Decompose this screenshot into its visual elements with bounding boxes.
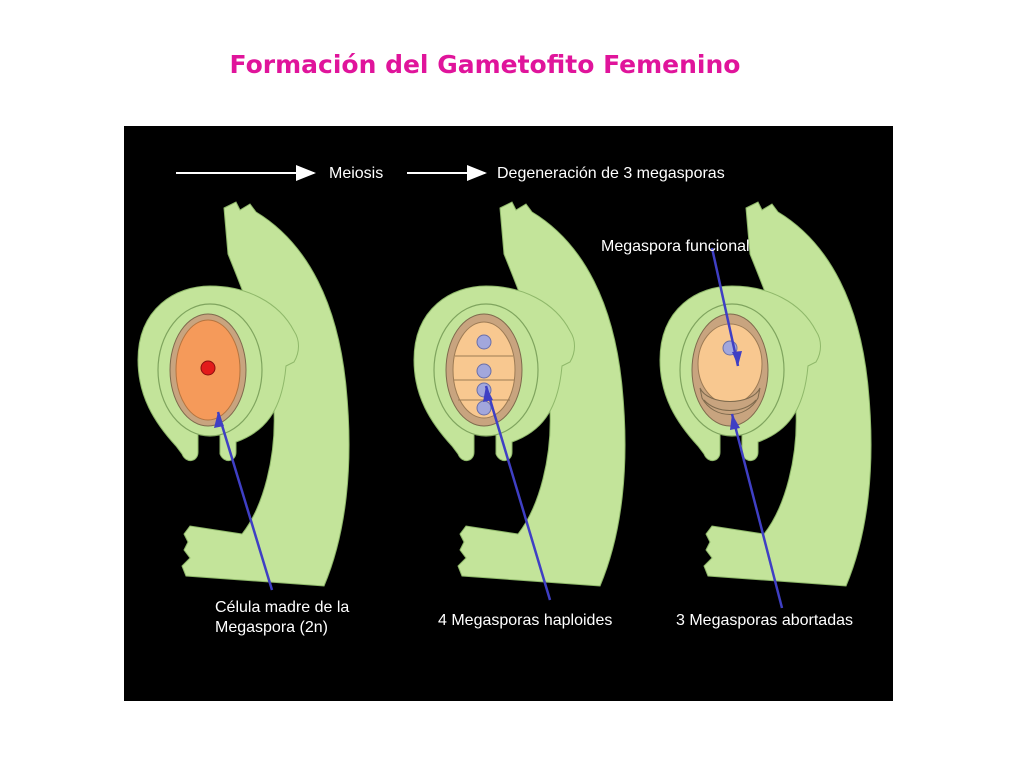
nucleus-gray: [476, 334, 492, 350]
ovule-stage-2: [413, 201, 626, 601]
pointer-aborted: [730, 413, 784, 609]
ovule-diagram: [137, 165, 872, 609]
pointer-haploid: [484, 385, 552, 601]
page-title: Formación del Gametofito Femenino: [229, 50, 741, 79]
ovule-stage-1: [137, 201, 350, 591]
label-meiosis: Meiosis: [329, 165, 384, 182]
nucleus-gray: [476, 400, 492, 416]
label-degeneration: Degeneración de 3 megasporas: [497, 165, 725, 182]
pointer-functional: [710, 247, 740, 367]
functional-megaspore: [697, 323, 763, 405]
nucleus-red: [200, 360, 216, 376]
label-mother-cell: Célula madre de la Megaspora (2n): [215, 599, 350, 636]
diagram-panel: Meiosis Degeneración de 3 megasporas Meg…: [124, 126, 893, 701]
pointer-mother-cell: [216, 411, 274, 591]
ovule-stage-3: [659, 201, 872, 609]
label-aborted-megaspores: 3 Megasporas abortadas: [676, 612, 853, 629]
label-haploid-megaspores: 4 Megasporas haploides: [438, 612, 613, 629]
label-functional-megaspore: Megaspora funcional: [601, 238, 750, 255]
nucleus-gray: [476, 363, 492, 379]
